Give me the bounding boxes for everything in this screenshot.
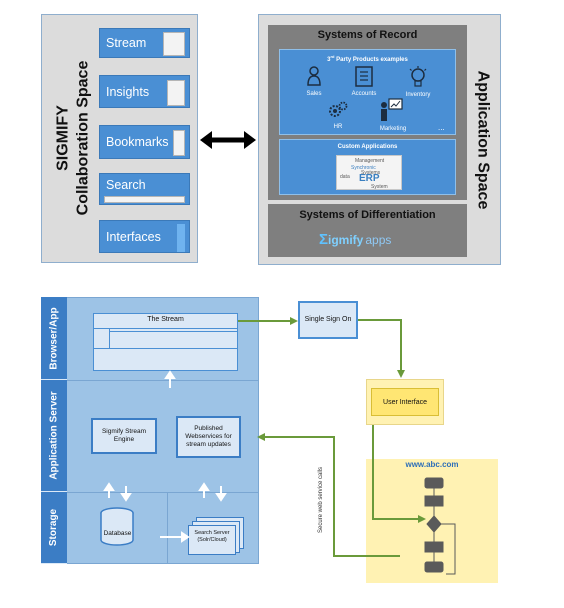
- search-bar-thumbnail: [104, 196, 185, 203]
- cloud-word: data: [340, 174, 350, 180]
- internal-arrows: [103, 370, 227, 543]
- bookmarks-thumbnail: [173, 130, 185, 156]
- storage-layer: Storage: [41, 492, 67, 564]
- layer-divider: [67, 380, 259, 381]
- double-arrow-icon: [200, 131, 256, 149]
- inventory-label: Inventory: [405, 92, 431, 98]
- website-flowchart: [424, 477, 456, 575]
- person-icon: [307, 66, 321, 86]
- insights-label: Insights: [106, 84, 150, 99]
- interfaces-item[interactable]: Interfaces: [99, 220, 190, 253]
- gears-icon: [329, 101, 348, 117]
- interfaces-label: Interfaces: [106, 229, 161, 244]
- hr-label: HR: [333, 124, 343, 130]
- database-icon: [100, 507, 134, 546]
- browser-app-layer: Browser/App: [41, 297, 67, 380]
- interfaces-thumbnail: [177, 224, 185, 252]
- single-sign-on-box: Single Sign On: [298, 301, 358, 339]
- stream-label: Stream: [106, 36, 147, 50]
- stream-thumbnail: [163, 32, 185, 56]
- search-server-box: Search Server (Solr/Cloud): [188, 525, 236, 555]
- user-interface-box: User Interface: [366, 379, 444, 425]
- third-party-products-box: [279, 49, 456, 135]
- lightbulb-icon: [409, 66, 427, 87]
- stream-window-rule: [94, 348, 237, 349]
- insights-item[interactable]: Insights: [99, 75, 190, 108]
- systems-of-record-title: Systems of Record: [317, 29, 418, 41]
- layer-divider: [67, 492, 259, 493]
- application-server-layer: Application Server: [41, 380, 67, 492]
- stream-window: [93, 313, 238, 371]
- stream-item[interactable]: Stream: [99, 28, 190, 58]
- cloud-word: System: [371, 184, 388, 190]
- website-title: www.abc.com: [405, 460, 459, 469]
- bookmarks-item[interactable]: Bookmarks: [99, 125, 190, 159]
- custom-applications-title: Custom Applications: [337, 144, 398, 150]
- stream-window-title: The Stream: [147, 316, 184, 323]
- stream-window-divider: [94, 328, 237, 329]
- cloud-word: ERP: [359, 173, 380, 184]
- more-ellipsis: ...: [438, 123, 445, 132]
- third-party-products-title: 3rd Party Products examples: [327, 54, 408, 63]
- systems-of-differentiation-box: [268, 204, 467, 257]
- storage-divider: [167, 492, 168, 564]
- search-item[interactable]: Search: [99, 173, 190, 205]
- search-label: Search: [106, 178, 146, 192]
- cloud-word: Synchronic: [351, 165, 376, 171]
- stream-window-rule: [109, 329, 110, 348]
- webservices-box: Published Webservices for stream updates: [176, 416, 241, 458]
- building-icon: [355, 66, 373, 87]
- systems-of-differentiation-title: Systems of Differentiation: [299, 209, 436, 221]
- stream-window-row: [109, 329, 237, 332]
- marketing-label: Marketing: [379, 126, 407, 132]
- sales-label: Sales: [306, 91, 322, 97]
- cloud-word: Management: [355, 158, 385, 164]
- presenter-icon: [381, 98, 403, 121]
- stream-engine-box: Sigmify Stream Engine: [91, 418, 157, 454]
- database-label: Database: [103, 530, 132, 537]
- accounts-label: Accounts: [351, 91, 377, 97]
- insights-thumbnail: [167, 80, 185, 106]
- cloud-word: Systems: [361, 170, 381, 176]
- bookmarks-label: Bookmarks: [106, 135, 169, 149]
- user-interface-label: User Interface: [371, 388, 439, 416]
- erp-word-cloud: Management Synchronic Systems ERP data S…: [336, 155, 402, 190]
